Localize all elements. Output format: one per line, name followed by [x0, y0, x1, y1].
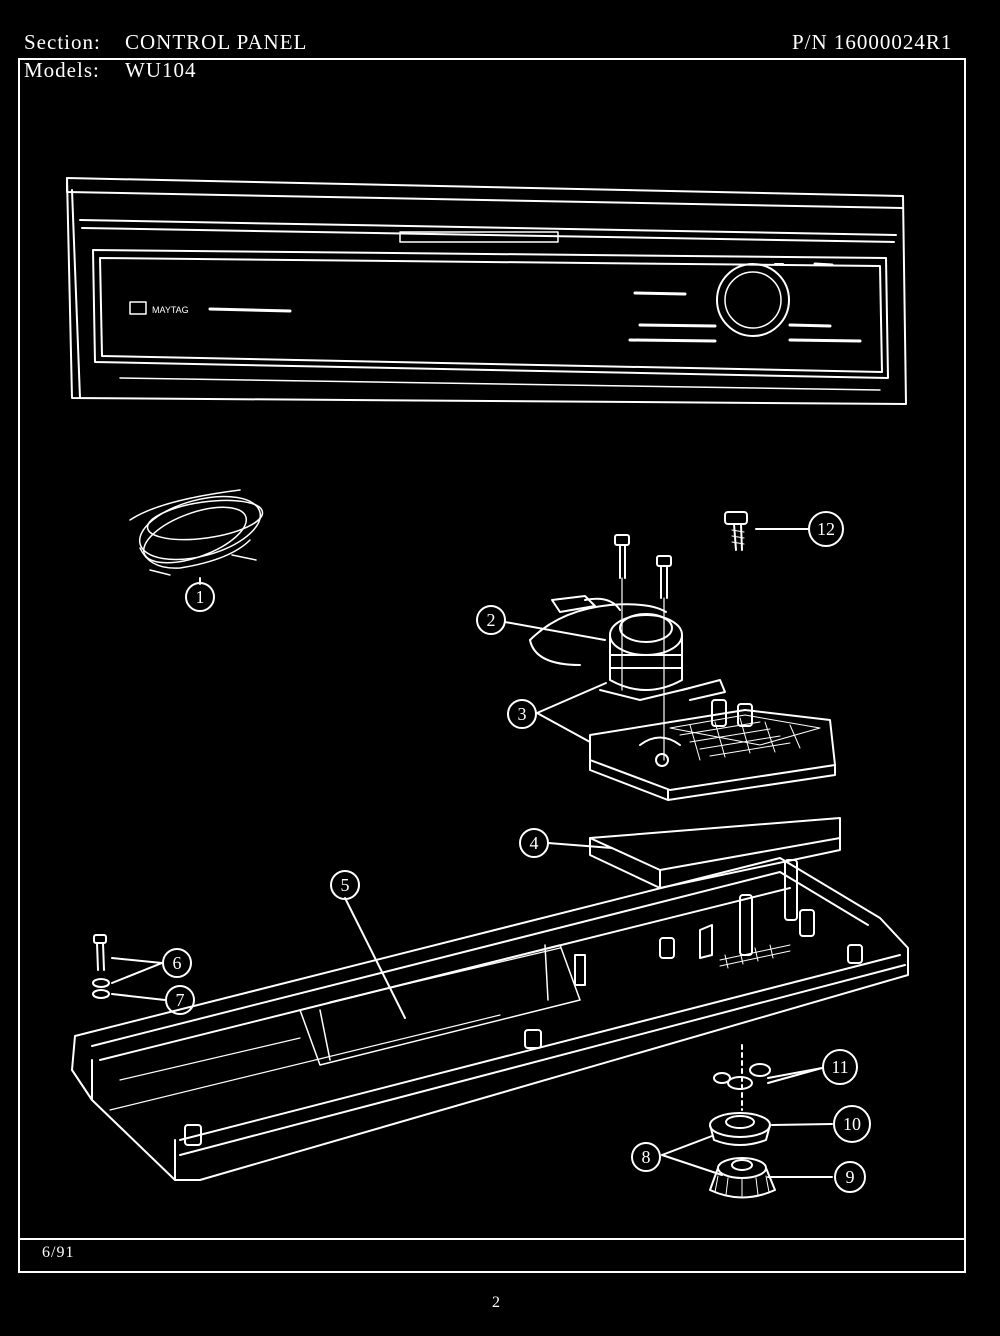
- screw-washer-parts: [92, 934, 110, 999]
- svg-text:11: 11: [831, 1057, 848, 1077]
- timer-dial-ring-icon: [716, 263, 790, 337]
- callout-9: 9: [834, 1161, 866, 1193]
- svg-text:7: 7: [176, 990, 185, 1010]
- part-number: P/N 16000024R1: [792, 30, 953, 54]
- section-value: CONTROL PANEL: [125, 30, 308, 54]
- callout-8: 8: [631, 1142, 661, 1172]
- circuit-board-part: [589, 699, 836, 801]
- brand-name: MAYTAG: [152, 305, 189, 315]
- insulator-part: [589, 817, 841, 889]
- console-body-part: [71, 857, 909, 1181]
- svg-text:9: 9: [846, 1167, 855, 1187]
- svg-text:3: 3: [518, 704, 527, 724]
- svg-text:12: 12: [817, 519, 835, 539]
- models-label: Models:: [24, 58, 100, 82]
- svg-text:2: 2: [487, 610, 496, 630]
- callout-6: 6: [162, 948, 192, 978]
- diagram-frame: [18, 58, 966, 1273]
- callout-3: 3: [507, 699, 537, 729]
- timer-dial-icon: [724, 271, 782, 329]
- svg-text:4: 4: [530, 833, 539, 853]
- svg-text:5: 5: [341, 875, 350, 895]
- screw-part-12: [724, 511, 748, 551]
- control-panel-front-view: MAYTAG: [66, 177, 907, 405]
- models-value: WU104: [125, 58, 197, 82]
- callout-2: 2: [476, 605, 506, 635]
- svg-text:6: 6: [173, 953, 182, 973]
- svg-text:8: 8: [642, 1147, 651, 1167]
- svg-text:1: 1: [196, 587, 205, 607]
- callout-10: 10: [833, 1105, 871, 1143]
- timer-part: [529, 595, 726, 701]
- wire-harness-part: [129, 489, 264, 576]
- callout-5: 5: [330, 870, 360, 900]
- knob-assembly-part: [709, 1044, 776, 1199]
- footer-divider: [18, 1238, 966, 1240]
- callout-11: 11: [822, 1049, 858, 1085]
- brand-logo-icon: [129, 301, 147, 315]
- svg-text:10: 10: [843, 1114, 861, 1134]
- callout-1: 1: [185, 582, 215, 612]
- section-label: Section:: [24, 30, 101, 54]
- callout-12: 12: [808, 511, 844, 547]
- timer-screws: [614, 534, 672, 761]
- callout-7: 7: [165, 985, 195, 1015]
- callout-4: 4: [519, 828, 549, 858]
- footer-date: 6/91: [42, 1244, 75, 1261]
- page-number: 2: [492, 1294, 501, 1311]
